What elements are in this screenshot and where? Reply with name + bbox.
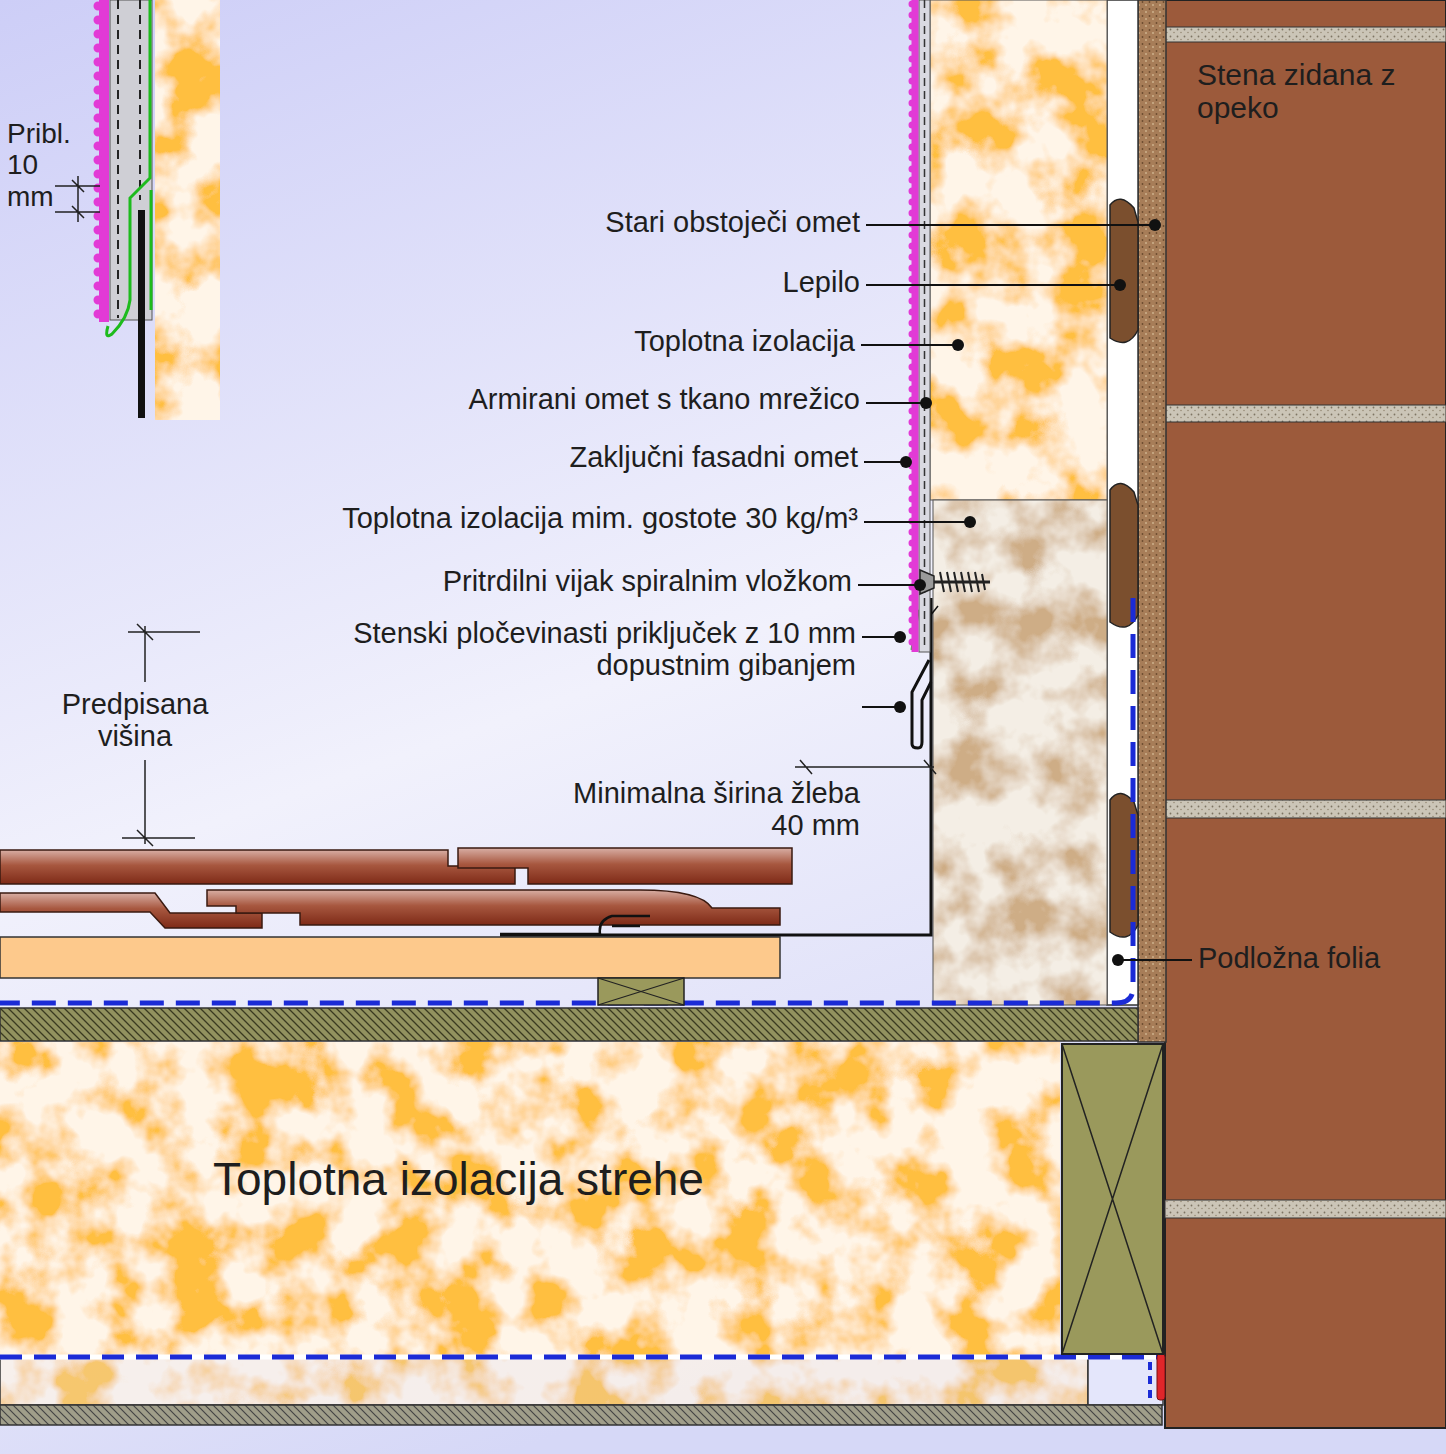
roof-insulation-drawing-part (0, 1355, 1160, 1360)
roof-insulation-drawing (0, 1042, 1165, 1425)
leader-lines-part (964, 516, 976, 528)
batten-and-board-part (598, 978, 684, 1005)
leader-lines-part (858, 225, 1192, 960)
leader-lines-part (894, 701, 906, 713)
brick-wall-drawing (1165, 0, 1446, 1428)
render-layers-part (909, 4, 916, 650)
roof-insulation-drawing-part (0, 1405, 1162, 1425)
batten-and-board (0, 937, 780, 1005)
facade-insulation-part (930, 0, 1107, 500)
callout-label: Stari obstoječi omet (605, 206, 860, 238)
facade-insulation (930, 0, 1107, 1005)
roof-deck-board (0, 1008, 1138, 1041)
render-layers (912, 0, 930, 652)
inset-detail-part (139, 0, 141, 200)
render-layers-part (912, 0, 919, 652)
render-layers-part (924, 0, 926, 650)
dimension-lines (55, 176, 936, 846)
inset-detail-part (155, 0, 220, 420)
callout-label: Toplotna izolacija mim. gostote 30 kg/m³ (342, 502, 858, 534)
dimension-lines-part (795, 760, 936, 774)
old-plaster-layer (1138, 0, 1166, 1042)
facade-insulation-part (933, 500, 1107, 1005)
callout-label: Lepilo (783, 266, 860, 298)
fixing-screw (920, 570, 990, 594)
dimension-label: Predpisana višina (60, 688, 210, 753)
timber-beam-part (1062, 1044, 1163, 1354)
leader-lines-part (1112, 954, 1124, 966)
brick-wall-drawing-part (1165, 27, 1446, 42)
roof-insulation-drawing-part (0, 1358, 1088, 1405)
inset-detail (98, 0, 220, 420)
node-title: Stena zidana z opeko (1197, 58, 1399, 124)
roof-insulation-drawing-part (1148, 1362, 1152, 1398)
roof-insulation-drawing-part (0, 1355, 1160, 1360)
callout-label: Toplotna izolacija (634, 325, 855, 357)
leader-lines-part (894, 631, 906, 643)
roof-insulation-band: Toplotna izolacija strehe (0, 1042, 1060, 1355)
wall-flashing-part (912, 660, 931, 748)
underlay-foil-part (0, 598, 1133, 1003)
roof-insulation-drawing-part (0, 1358, 1088, 1405)
roof-tiles-part (500, 916, 650, 934)
leader-lines-part (1149, 219, 1161, 231)
brick-wall-drawing-part (1165, 800, 1446, 818)
adhesive-layer-part (1110, 199, 1138, 342)
batten-and-board-part (0, 937, 780, 978)
callout-label: Armirani omet s tkano mrežico (468, 383, 860, 415)
brick-wall: Stena zidana z opeko (1165, 0, 1446, 1428)
leader-lines-part (952, 339, 964, 351)
inset-detail-part (99, 0, 109, 322)
roof-tiles (0, 848, 792, 934)
inset-detail-part (150, 190, 153, 310)
brick-wall-drawing-part (1165, 405, 1446, 422)
inset-detail-part (94, 6, 103, 322)
inset-detail-part (138, 210, 145, 418)
old-plaster-layer-part (1138, 0, 1166, 1042)
roof-insulation-drawing-part (0, 1042, 1060, 1355)
callout-label: Pritrdilni vijak spiralnim vložkom (443, 565, 852, 597)
callout-label: Podložna folia (1198, 942, 1380, 974)
roof-insulation-drawing-part (1157, 1354, 1165, 1400)
inset-detail-part (117, 0, 119, 318)
timber-beam (1062, 1044, 1163, 1354)
leader-lines (858, 219, 1192, 966)
underlay-foil (0, 598, 1133, 1003)
callout-label: Stenski pločevinasti priključek z 10 mm … (350, 617, 856, 682)
fixing-screw-part (940, 572, 985, 592)
facade-insulation-part (933, 500, 1107, 1005)
brick-wall-drawing-part (1165, 1200, 1446, 1218)
leader-lines-part (914, 579, 926, 591)
roof-tiles-part (0, 850, 515, 884)
leader-lines-part (900, 456, 912, 468)
leader-lines-part (920, 397, 932, 409)
roof-insulation-drawing-part (1088, 1358, 1163, 1405)
roof-deck-board-part (0, 1008, 1138, 1041)
brick-wall-drawing-part (1165, 0, 1446, 1428)
callout-label: Zaključni fasadni omet (569, 441, 858, 473)
leader-lines-part (1114, 279, 1126, 291)
render-layers-part (919, 0, 930, 652)
batten-and-board-part (598, 978, 684, 1005)
node-title: Toplotna izolacija strehe (213, 1154, 704, 1205)
timber-beam-part (1062, 1044, 1163, 1354)
dimension-label: Minimalna širina žleba 40 mm (570, 777, 860, 842)
roof-tiles-part (458, 848, 792, 884)
dimension-lines-part (55, 176, 100, 222)
dimension-label: Pribl. 10 mm (7, 118, 74, 212)
roof-tiles-part (207, 890, 780, 925)
facade-insulation-part (930, 0, 1107, 500)
